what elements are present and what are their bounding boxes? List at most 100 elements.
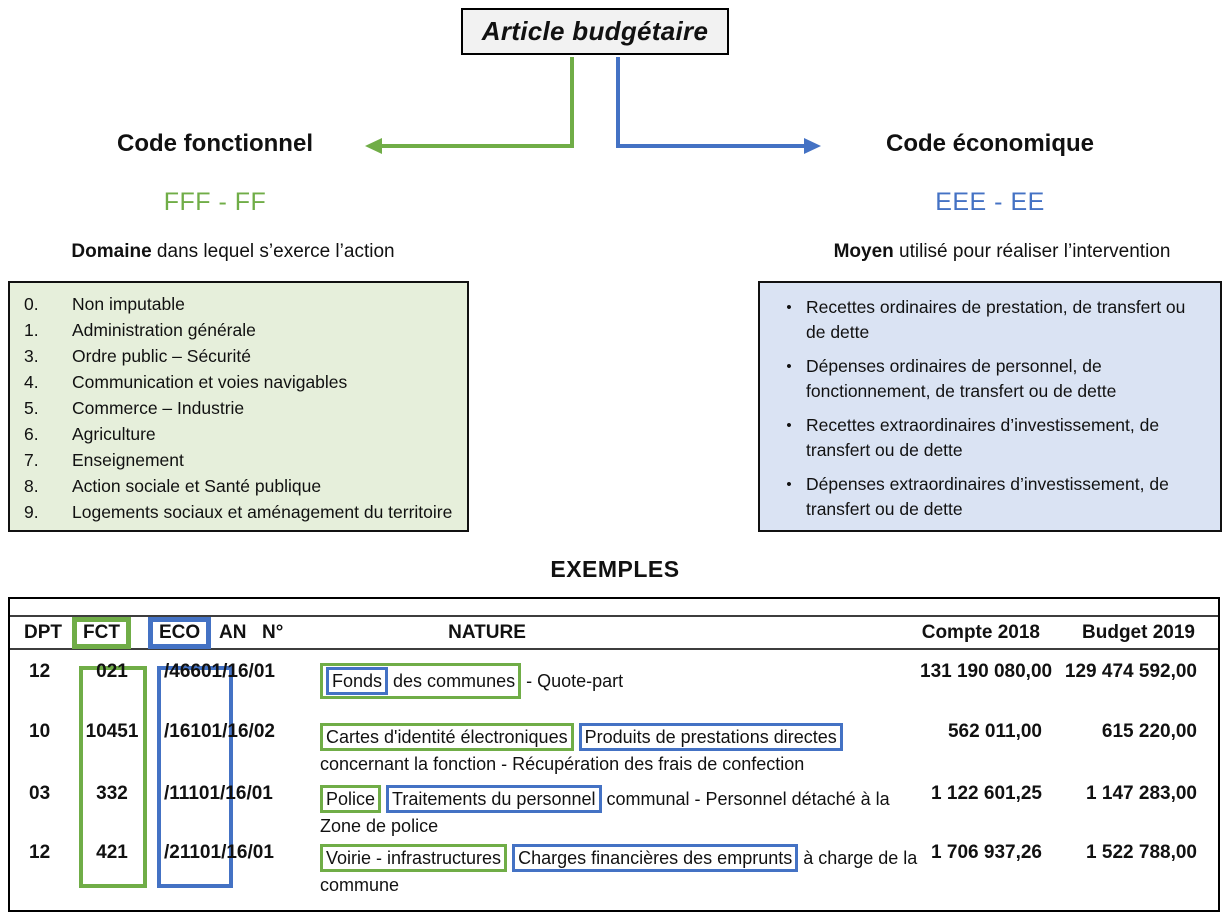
cell-fct: 421: [96, 842, 128, 863]
functional-code-number: 6.: [24, 424, 39, 444]
economic-code-label: Recettes extraordinaires d’investissemen…: [806, 415, 1160, 460]
eco-code: /16101: [164, 721, 223, 742]
cell-nature: Cartes d'identité électroniques Produits…: [320, 721, 920, 777]
functional-code-label: Communication et voies navigables: [72, 372, 348, 392]
nature-text: communal - Personnel détaché à la Zone d…: [320, 789, 890, 836]
cell-dpt: 12: [29, 661, 51, 682]
nature-text: - Quote-part: [521, 671, 624, 691]
header-nature: NATURE: [448, 621, 526, 643]
an-no-code: /16/01: [221, 842, 274, 863]
functional-code-number: 7.: [24, 450, 39, 470]
nature-highlight-green: Fonds des communes: [320, 663, 522, 699]
economic-code-item: • Recettes ordinaires de prestation, de t…: [772, 295, 1206, 345]
functional-code-label: Agriculture: [72, 424, 156, 444]
functional-code-label: Ordre public – Sécurité: [72, 346, 251, 366]
economic-code-label: Recettes ordinaires de prestation, de tr…: [806, 297, 1186, 342]
functional-code-number: 5.: [24, 398, 39, 418]
economic-code-item: •Dépenses extraordinaires d’investisseme…: [772, 472, 1206, 522]
bullet-icon: •: [786, 417, 792, 434]
header-no: N°: [262, 621, 284, 643]
functional-code-item: 9.Logements sociaux et aménagement du te…: [24, 499, 457, 525]
functional-code-number: 0.: [24, 294, 39, 314]
functional-code-number: 8.: [24, 476, 39, 496]
cell-budget-2019: 1 522 788,00: [1086, 842, 1197, 863]
nature-highlight-blue: Traitements du personnel: [386, 785, 602, 813]
cell-compte-2018: 1 706 937,26: [931, 842, 1042, 863]
cell-eco: /16101/16/02: [152, 721, 320, 743]
nature-highlight-green: Cartes d'identité électroniques: [320, 723, 574, 751]
economic-subtitle-bold: Moyen: [833, 241, 894, 262]
cell-dpt: 10: [29, 721, 51, 742]
cell-compte-2018: 562 011,00: [947, 721, 1042, 742]
nature-highlight-blue: Produits de prestations directes: [578, 723, 843, 751]
functional-codes-list: 0. Non imputable 1. Administration générale…: [24, 291, 457, 525]
header-fct-green-box: FCT: [72, 616, 131, 649]
economic-code-item: •Dépenses ordinaires de personnel, de fo…: [772, 354, 1206, 404]
functional-subtitle: Domaine dans lequel s’exerce l’action: [33, 241, 433, 263]
page-title: Article budgétaire: [481, 16, 709, 46]
cell-fct: 021: [96, 661, 128, 682]
nature-text: des communes: [388, 671, 516, 691]
economic-subtitle-rest: utilisé pour réaliser l’intervention: [893, 241, 1171, 262]
bullet-icon: •: [786, 299, 792, 316]
an-no-code: /16/01: [222, 661, 275, 682]
economic-code-item: • Recettes extraordinaires d’investisseme…: [772, 413, 1206, 463]
cell-budget-2019: 129 474 592,00: [1064, 661, 1197, 682]
functional-code-number: 9.: [24, 502, 39, 522]
an-no-code: /16/01: [220, 783, 273, 804]
cell-budget-2019: 615 220,00: [1101, 721, 1197, 742]
cell-nature: Police Traitements du personnel communal…: [320, 783, 920, 839]
economic-code-label: Dépenses extraordinaires d’investissemen…: [806, 474, 1169, 519]
functional-code-number: 4.: [24, 372, 39, 392]
nature-highlight-blue: Fonds: [326, 667, 389, 695]
cell-fct: 332: [96, 783, 128, 804]
functional-code-label: Non imputable: [72, 294, 185, 314]
functional-subtitle-bold: Domaine: [71, 241, 152, 262]
nature-highlight-green: Police: [320, 785, 382, 813]
functional-subtitle-rest: dans lequel s’exerce l’action: [151, 241, 395, 262]
cell-dpt: 03: [29, 783, 51, 804]
cell-eco: /46601/16/01: [152, 661, 320, 683]
functional-code-item: 3. Ordre public – Sécurité: [24, 343, 457, 369]
functional-code-number: 1.: [24, 320, 39, 340]
functional-code-label: Action sociale et Santé publique: [72, 476, 322, 496]
functional-code-number: 3.: [24, 346, 39, 366]
functional-code-item: 4. Communication et voies navigables: [24, 369, 457, 395]
header-budget-2019: Budget 2019: [1082, 621, 1195, 643]
examples-table: DPT FCT ECO AN N° NATURE Compte 2018 Bud…: [8, 597, 1220, 912]
functional-code-item: 7. Enseignement: [24, 447, 457, 473]
cell-compte-2018: 131 190 080,00: [920, 661, 1053, 682]
examples-heading: EXEMPLES: [550, 556, 680, 582]
nature-text: concernant la fonction - Récupération de…: [320, 754, 805, 774]
cell-dpt: 12: [29, 842, 51, 863]
functional-codes-box: 0. Non imputable 1. Administration générale…: [8, 281, 469, 532]
functional-code-label: Administration générale: [72, 320, 256, 340]
functional-code-item: 5. Commerce – Industrie: [24, 395, 457, 421]
green-connector-line: [381, 57, 574, 148]
title-box: Article budgétaire: [461, 8, 729, 55]
functional-code-item: 0. Non imputable: [24, 291, 457, 317]
table-header-row: DPT FCT ECO AN N° NATURE Compte 2018 Bud…: [10, 615, 1218, 650]
cell-eco: /21101/16/01: [152, 842, 320, 864]
eco-code: /11101: [164, 783, 221, 804]
functional-code-label: Enseignement: [72, 450, 184, 470]
functional-code-label: Commerce – Industrie: [72, 398, 245, 418]
an-no-code: /16/02: [222, 721, 275, 742]
header-eco-blue-box: ECO: [148, 616, 212, 649]
bullet-icon: •: [786, 358, 792, 375]
eco-code: /21101: [164, 842, 222, 863]
nature-highlight-green: Voirie - infrastructures: [320, 844, 508, 872]
nature-highlight-blue: Charges financières des emprunts: [512, 844, 799, 872]
cell-eco: /11101/16/01: [152, 783, 320, 805]
economic-code-pattern: EEE - EE: [935, 188, 1045, 216]
economic-codes-list: • Recettes ordinaires de prestation, de t…: [772, 295, 1206, 522]
header-compte-2018: Compte 2018: [921, 621, 1040, 643]
header-an: AN: [219, 621, 247, 643]
economic-codes-box: • Recettes ordinaires de prestation, de t…: [758, 281, 1222, 532]
cell-budget-2019: 1 147 283,00: [1086, 783, 1197, 804]
functional-code-item: 6. Agriculture: [24, 421, 457, 447]
